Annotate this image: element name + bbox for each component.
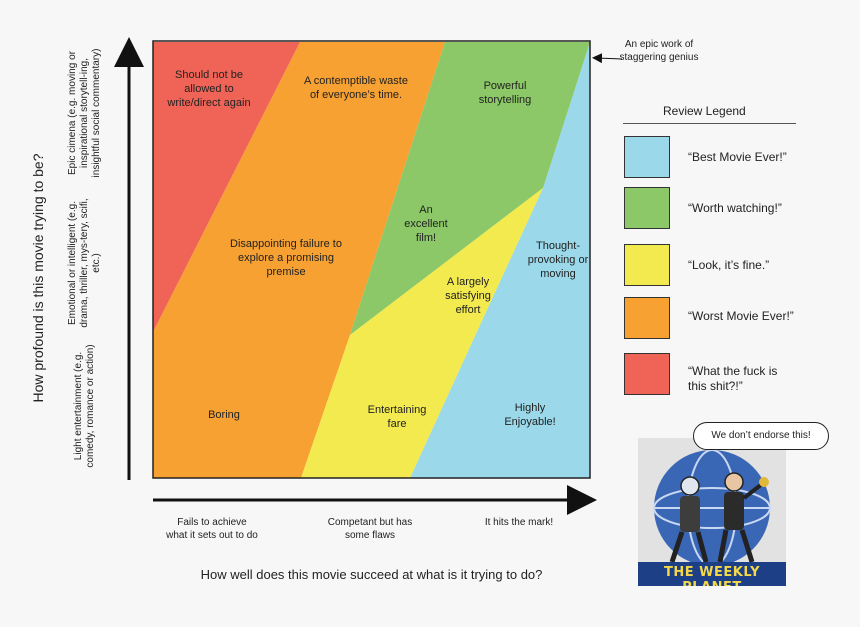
legend-label-worth: “Worth watching!” [688, 201, 782, 215]
legend-divider [623, 123, 796, 124]
region-label-disappointing: Disappointing failure to explore a promi… [230, 238, 342, 278]
speech-bubble: We don’t endorse this! [693, 422, 829, 450]
logo-name: THE WEEKLY PLANET [664, 565, 760, 586]
region-label-enjoyable: Highly Enjoyable! [504, 402, 556, 428]
legend-title: Review Legend [663, 104, 746, 118]
region-label-should-not: Should not be allowed to write/direct ag… [167, 69, 251, 109]
x-level-fails: Fails to achieve what it sets out to do [166, 517, 258, 541]
legend-label-fine: “Look, it’s fine.” [688, 258, 770, 272]
region-label-excellent: An excellent film! [404, 204, 448, 244]
y-axis-title: How profound is this movie trying to be? [30, 153, 46, 403]
region-what-the [153, 42, 300, 332]
weekly-planet-logo: THE WEEKLY PLANET [638, 438, 786, 586]
legend-swatch-worth [624, 187, 670, 229]
region-worst [153, 42, 445, 478]
region-best [410, 42, 590, 478]
legend-label-wtf: “What the fuck is this shit?!” [688, 364, 778, 393]
epic-annotation-arrow [592, 53, 623, 64]
planet-globe-icon [638, 449, 786, 586]
region-label-entertaining: Entertaining fare [367, 404, 427, 430]
region-label-thought: Thought-provoking or moving [527, 240, 589, 280]
y-level-emotional: Emotional or intelligent (e.g. drama, th… [67, 198, 102, 328]
epic-annotation: An epic work of staggering genius [619, 39, 699, 63]
x-level-competant: Competant but has some flaws [327, 517, 413, 541]
region-label-boring: Boring [208, 409, 240, 421]
region-worth-watching [350, 42, 590, 335]
legend-label-worst: “Worst Movie Ever!” [688, 309, 794, 323]
region-label-contemptible: A contemptible waste of everyone’s time. [304, 75, 408, 101]
region-label-satisfying: A largely satisfying effort [445, 276, 491, 316]
x-axis-title: How well does this movie succeed at what… [200, 567, 543, 582]
legend-label-best: “Best Movie Ever!” [688, 150, 787, 164]
y-level-light: Light entertainment (e.g. comedy, romanc… [73, 344, 96, 468]
x-level-hits: It hits the mark! [484, 517, 554, 528]
legend-swatch-fine [624, 244, 670, 286]
legend-swatch-worst [624, 297, 670, 339]
region-label-powerful: Powerful storytelling [478, 80, 532, 106]
legend-swatch-best [624, 136, 670, 178]
legend-swatch-wtf [624, 353, 670, 395]
chart-frame [152, 40, 591, 479]
region-fine [301, 188, 543, 478]
y-level-epic: Epic cimena (e.g. moving or inspirationa… [67, 48, 102, 178]
